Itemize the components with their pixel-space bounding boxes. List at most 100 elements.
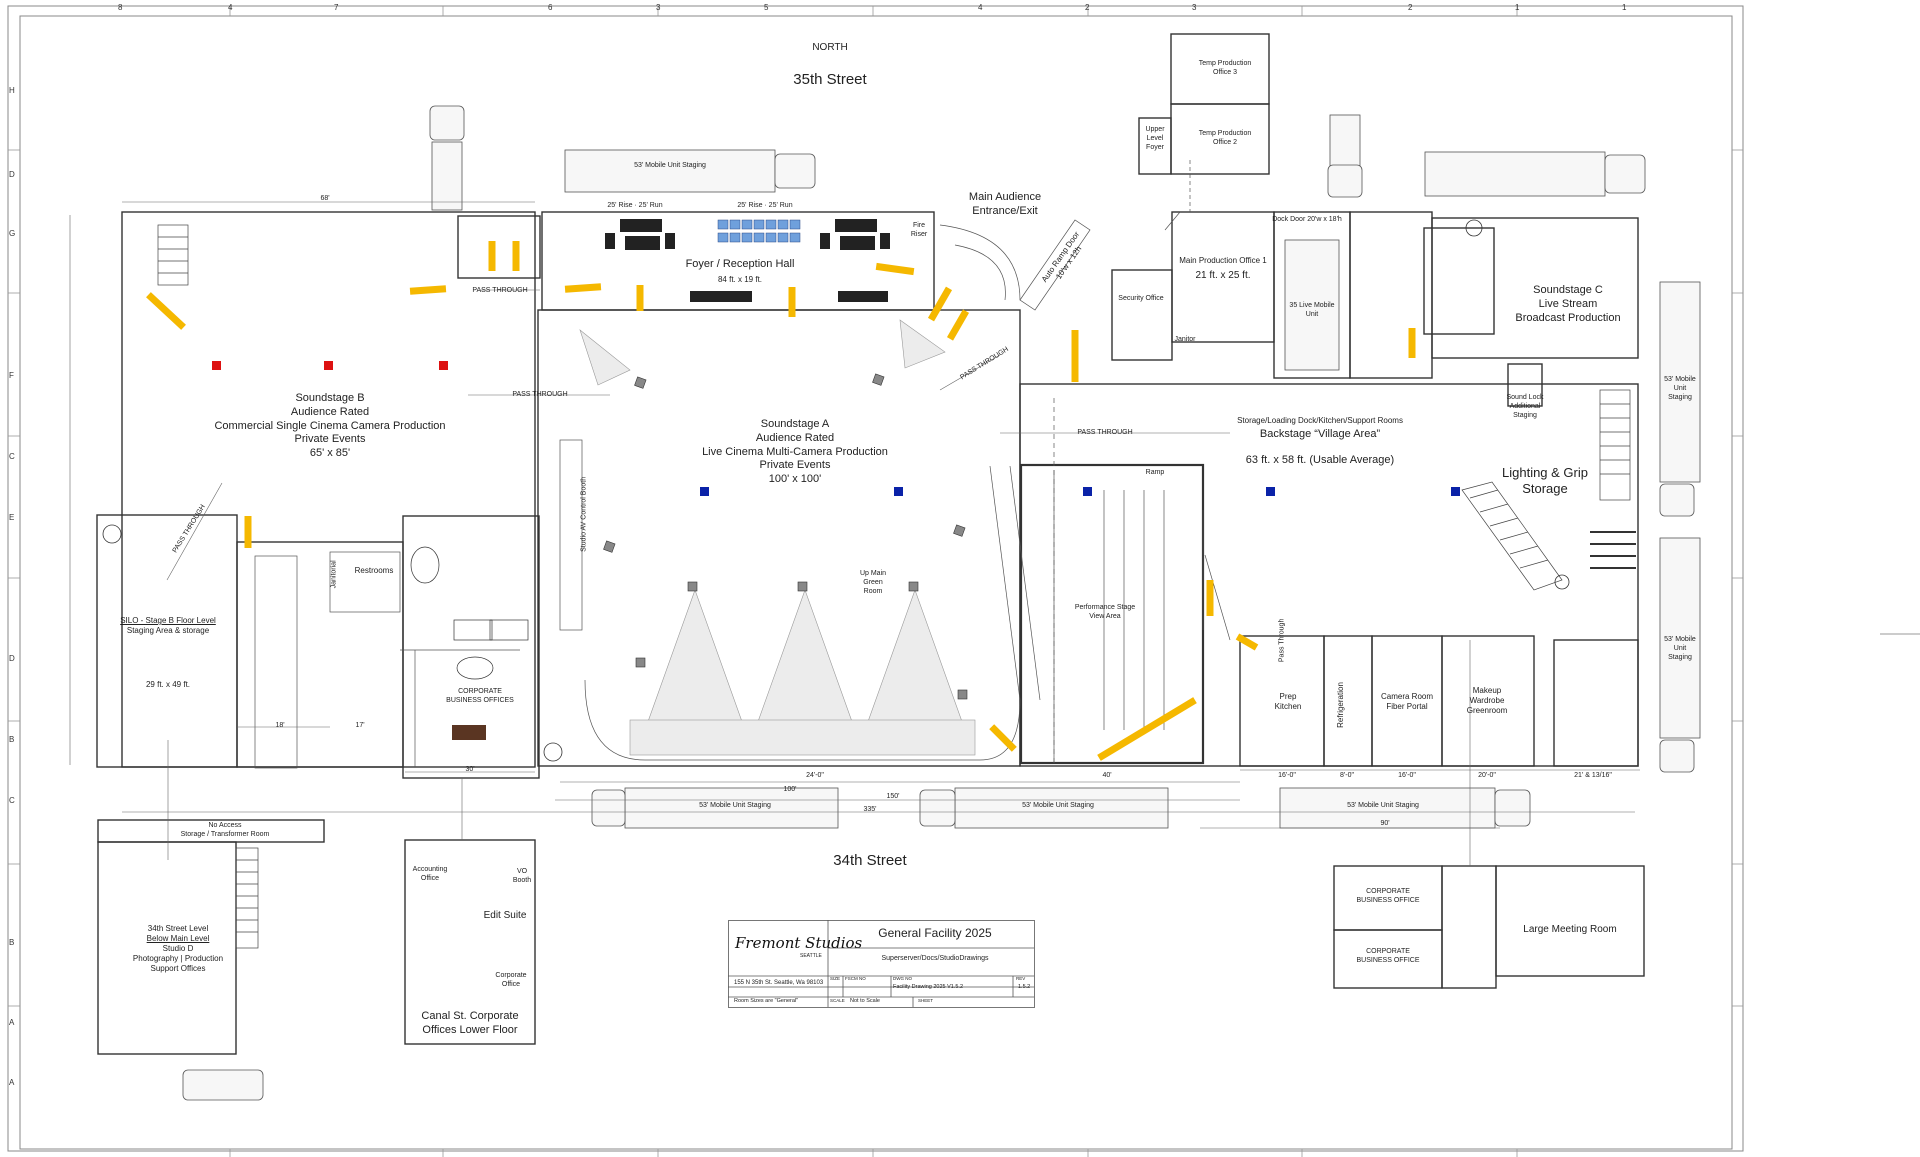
grid-label-top: 8 xyxy=(118,3,123,12)
upper-foyer-walls xyxy=(1138,117,1172,175)
corporate-offices-walls xyxy=(402,515,540,779)
dim-label: 90' xyxy=(1380,820,1390,827)
pass-through-label: PASS THROUGH xyxy=(472,287,528,294)
grid-label-side: C xyxy=(9,452,15,461)
grid-label-top: 7 xyxy=(334,3,339,12)
rev-header: REV xyxy=(1016,976,1026,981)
grid-divisions xyxy=(8,6,1743,1157)
truck-label-east-lower: 53' Mobile Unit Staging xyxy=(1664,636,1696,661)
edit-suite-label: Edit Suite xyxy=(483,910,527,921)
trucks xyxy=(182,105,1701,1101)
dim-label: 150' xyxy=(886,793,900,800)
janitor-label: Janitor xyxy=(1174,336,1196,343)
restrooms-label: Restrooms xyxy=(354,566,394,575)
production-office-size: 21 ft. x 25 ft. xyxy=(1195,270,1251,281)
grid-label-side: G xyxy=(9,229,16,238)
title-block-title: General Facility 2025 xyxy=(878,926,992,940)
foyer-blue-seats xyxy=(717,219,801,243)
truck-label-south-2: 53' Mobile Unit Staging xyxy=(1022,802,1094,809)
entry-vestibule xyxy=(457,215,541,279)
title-block-path: Superserver/Docs/StudioDrawings xyxy=(881,955,989,962)
dim-label: 100' xyxy=(783,786,797,793)
foyer-rise-2: 25' Rise · 25' Run xyxy=(737,202,793,209)
dim-label: 24'-0" xyxy=(806,772,824,779)
foyer-furniture xyxy=(605,219,890,302)
grid-label-side: F xyxy=(9,371,14,380)
sound-lock-label: Sound Lock Additional Staging xyxy=(1506,394,1544,419)
dwg-header: DWG NO xyxy=(893,976,912,981)
dim-label: 30' xyxy=(465,766,475,773)
grid-label-top: 1 xyxy=(1515,3,1520,12)
meeting-room-walls xyxy=(1495,865,1645,977)
logo-subtitle: SEATTLE xyxy=(800,953,822,959)
grid-label-top: 3 xyxy=(1192,3,1197,12)
pass-through-label: PASS THROUGH xyxy=(1077,429,1133,436)
grid-label-side: H xyxy=(9,86,15,95)
dim-label: 21' & 13/16" xyxy=(1574,772,1612,779)
scale-value: Not to Scale xyxy=(850,998,880,1004)
canal-offices-walls xyxy=(404,839,536,1045)
grid-label-side: D xyxy=(9,170,15,179)
accounting-office-label: Accounting Office xyxy=(412,866,448,882)
backstage-village-label: Backstage “Village Area” xyxy=(1259,428,1381,440)
refrigeration-walls xyxy=(1323,635,1373,767)
foyer-size: 84 ft. x 19 ft. xyxy=(717,275,763,284)
yellow-markers xyxy=(146,241,1416,761)
grid-label-top: 2 xyxy=(1408,3,1413,12)
grid-label-side: D xyxy=(9,654,15,663)
dim-label: 16'-0" xyxy=(1398,772,1416,779)
av-control-booth-label: Studio AV Control Booth xyxy=(580,476,588,552)
dim-label: 17' xyxy=(355,722,365,729)
drawing-number: Facility Drawing 2025 V1.5.2 xyxy=(893,984,964,990)
north-label: NORTH xyxy=(812,42,848,53)
revision: 1.5.2 xyxy=(1018,984,1031,990)
room-sizes-note: Room Sizes are "General" xyxy=(734,998,799,1004)
dim-label: 20'-0" xyxy=(1478,772,1496,779)
grid-label-top: 5 xyxy=(764,3,769,12)
grid-label-top: 6 xyxy=(548,3,553,12)
security-office-walls xyxy=(1111,269,1173,361)
dim-label: 18' xyxy=(275,722,285,729)
corporate-furniture xyxy=(410,546,529,680)
scale-header: SCALE xyxy=(830,998,845,1003)
vo-booth-label: VO Booth xyxy=(512,868,532,884)
grid-label-side: A xyxy=(9,1078,15,1087)
backstage-rooms-label: Storage/Loading Dock/Kitchen/Support Roo… xyxy=(1237,416,1403,425)
truck-label-south-3: 53' Mobile Unit Staging xyxy=(1347,802,1419,809)
janitorial-label: Janitorial xyxy=(330,560,338,589)
truck-label-east-upper: 53' Mobile Unit Staging xyxy=(1664,376,1696,401)
street-label-35th: 35th Street xyxy=(793,71,867,88)
grid-label-top: 1 xyxy=(1622,3,1627,12)
grid-label-side: E xyxy=(9,513,15,522)
dim-label: 40' xyxy=(1102,772,1112,779)
fscm-header: FSCM NO xyxy=(845,976,866,981)
fremont-studios-logo: Fremont Studios xyxy=(735,934,863,952)
backstage-pass-label: Pass Through xyxy=(1278,618,1286,663)
upper-foyer-label: Upper Level Foyer xyxy=(1145,126,1165,151)
se-restroom-walls xyxy=(1553,639,1639,767)
street-label-34th: 34th Street xyxy=(833,852,907,869)
refrigeration-label: Refrigeration xyxy=(1336,682,1345,728)
size-header: SIZE xyxy=(830,976,841,981)
sound-lock xyxy=(1507,363,1543,407)
makeup-room-walls xyxy=(1441,635,1535,767)
live-unit-label: 35 Live Mobile Unit xyxy=(1289,302,1335,318)
cameras xyxy=(603,373,968,700)
grid-label-side: C xyxy=(9,796,15,805)
foyer-rise-1: 25' Rise · 25' Run xyxy=(607,202,663,209)
backstage-size-label: 63 ft. x 58 ft. (Usable Average) xyxy=(1245,454,1395,466)
truck-label-south-1: 53' Mobile Unit Staging xyxy=(699,802,771,809)
grid-label-side: B xyxy=(9,735,15,744)
